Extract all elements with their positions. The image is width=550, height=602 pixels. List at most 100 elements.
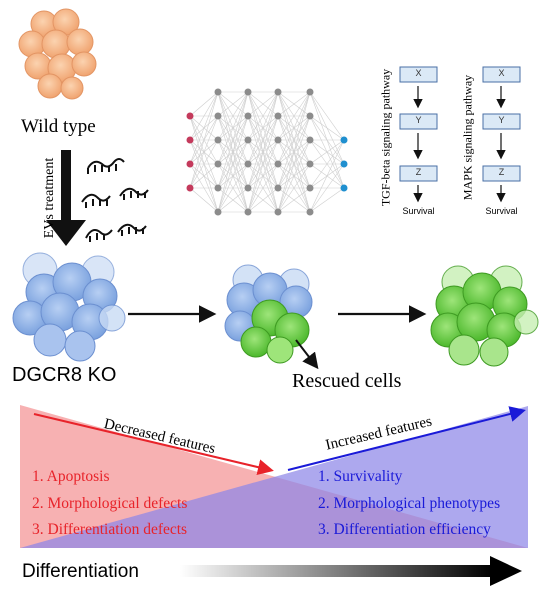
nn-edge <box>189 163 219 189</box>
nn-edge <box>309 163 345 213</box>
increased-arrow <box>287 406 526 471</box>
nn-edge <box>189 115 219 189</box>
evs-treatment-arrow <box>46 150 86 246</box>
nn-node <box>274 112 282 120</box>
nn-edge <box>217 91 249 213</box>
tgf-pathway-chart <box>399 66 438 203</box>
decreased-item-1: 1. Apoptosis <box>32 468 110 485</box>
nn-node <box>306 160 314 168</box>
nn-node <box>340 160 348 168</box>
nn-edge <box>277 187 311 213</box>
decreased-item-3: 3. Differentiation defects <box>32 521 188 538</box>
nn-node <box>186 184 194 192</box>
nn-edge <box>217 163 249 213</box>
nn-edge <box>277 91 311 189</box>
nn-edge <box>247 139 279 213</box>
nn-node <box>244 184 252 192</box>
nn-node <box>274 136 282 144</box>
evs-treatment-label: EVs treatment <box>42 157 57 239</box>
nn-node <box>214 112 222 120</box>
nn-edge <box>247 91 279 189</box>
nn-node <box>274 88 282 96</box>
nn-edge <box>277 91 311 213</box>
nn-edge <box>277 139 311 213</box>
decreased-item-2: 2. Morphological defects <box>32 495 188 512</box>
tgf-survival-label: Survival <box>402 206 435 216</box>
nn-node <box>306 136 314 144</box>
nn-edge <box>247 91 279 213</box>
increased-item-3: 3. Differentiation efficiency <box>318 521 491 538</box>
rescued-pointer-arrow <box>295 339 319 370</box>
nn-node <box>274 160 282 168</box>
wild-type-label: Wild type <box>21 116 96 137</box>
nn-edge <box>217 91 249 117</box>
tgf-box-y-label: Y <box>415 115 422 125</box>
nn-node <box>244 88 252 96</box>
nn-node <box>306 184 314 192</box>
mapk-box-y-label: Y <box>498 115 505 125</box>
nn-edge <box>189 91 219 117</box>
nn-edge <box>309 91 345 141</box>
mapk-survival-label: Survival <box>485 206 518 216</box>
nn-node <box>214 208 222 216</box>
nn-edge <box>189 187 219 213</box>
nn-edge <box>277 91 311 165</box>
increased-item-1: 1. Survivality <box>318 468 403 485</box>
nn-node <box>274 184 282 192</box>
nn-edge <box>277 115 311 213</box>
nn-edge <box>247 91 279 165</box>
nn-edge <box>217 91 249 165</box>
rescued-cells-label: Rescued cells <box>292 370 402 392</box>
green-cell-cluster <box>430 265 539 367</box>
nn-node <box>340 184 348 192</box>
dgcr8-ko-label: DGCR8 KO <box>12 364 117 386</box>
nn-edge <box>309 139 345 189</box>
nn-edge <box>309 187 345 213</box>
nn-edge <box>189 91 219 189</box>
nn-node <box>214 88 222 96</box>
nn-edge <box>217 139 249 213</box>
dgcr8-ko-cell-cluster <box>12 252 126 362</box>
nn-edge <box>217 91 249 141</box>
nn-node <box>244 208 252 216</box>
nn-node <box>186 136 194 144</box>
nn-node <box>244 160 252 168</box>
nn-node <box>340 136 348 144</box>
nn-node <box>186 160 194 168</box>
nn-edge <box>309 115 345 141</box>
neural-network <box>186 88 348 216</box>
nn-node <box>214 136 222 144</box>
tgf-box-x-label: X <box>415 68 422 78</box>
nn-edge <box>189 91 219 141</box>
nn-node <box>214 160 222 168</box>
nn-edge <box>189 91 219 165</box>
nn-edge <box>277 163 311 213</box>
nn-edge <box>247 91 279 117</box>
differentiation-label: Differentiation <box>22 561 139 582</box>
tgf-pathway-label: TGF-beta signaling pathway <box>378 68 393 207</box>
rescued-cell-cluster <box>224 264 313 364</box>
ev-rna-icons <box>81 158 149 242</box>
nn-edge <box>309 139 345 213</box>
nn-node <box>306 208 314 216</box>
nn-edge <box>247 115 279 213</box>
nn-node <box>244 112 252 120</box>
nn-node <box>244 136 252 144</box>
nn-edge <box>277 91 311 141</box>
nn-edge <box>247 187 279 213</box>
nn-edge <box>217 187 249 213</box>
mapk-box-x-label: X <box>498 68 505 78</box>
nn-node <box>306 112 314 120</box>
mapk-pathway-chart <box>482 66 521 203</box>
mapk-pathway-label: MAPK signaling pathway <box>460 74 475 201</box>
nn-edge <box>277 91 311 117</box>
nn-edge <box>189 139 219 189</box>
differentiation-arrow <box>180 556 522 586</box>
nn-edge <box>217 115 249 213</box>
nn-edge <box>247 91 279 141</box>
nn-node <box>306 88 314 96</box>
tgf-box-z-label: Z <box>415 167 422 177</box>
nn-edge <box>247 163 279 213</box>
nn-node <box>274 208 282 216</box>
